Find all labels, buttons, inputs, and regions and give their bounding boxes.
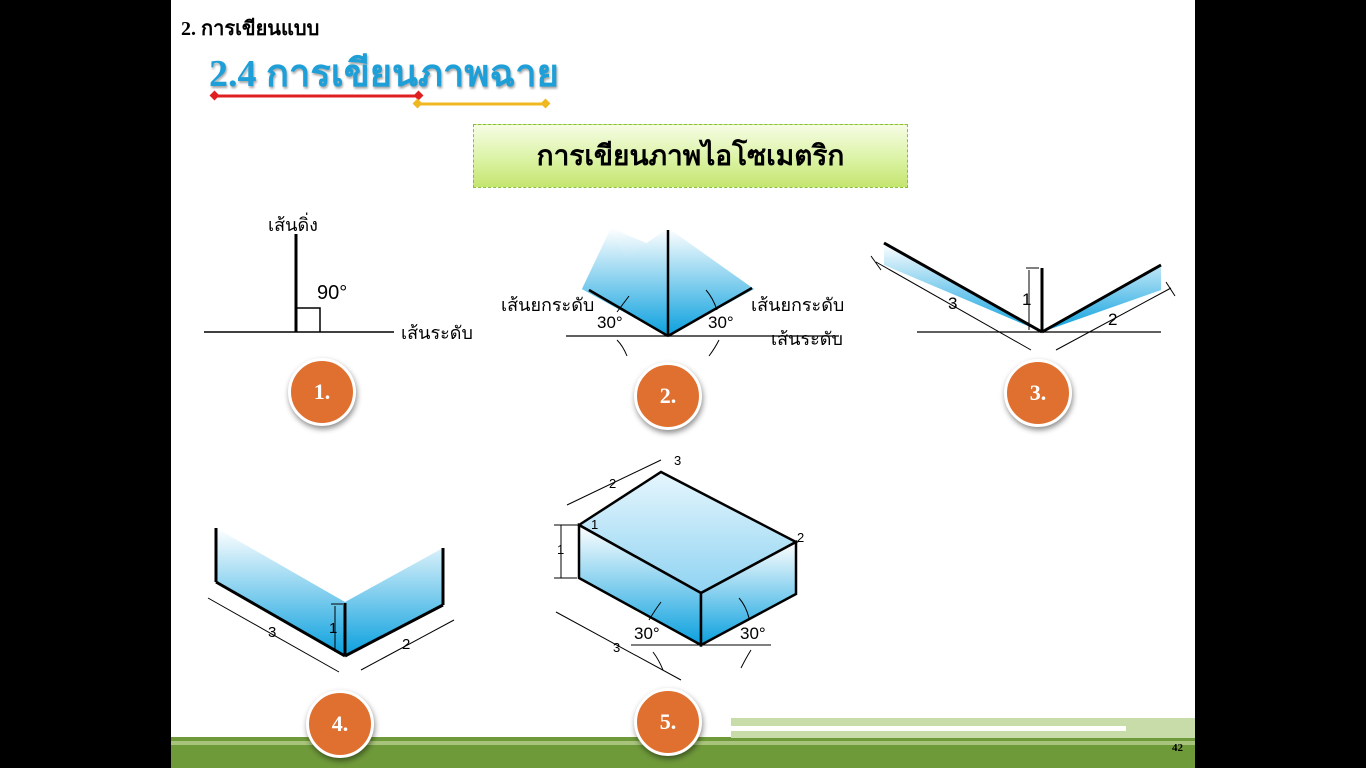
page-number: 42 xyxy=(1172,742,1183,754)
step-badge-2: 2. xyxy=(634,362,702,430)
slide: 2. การเขียนแบบ 2.4 การเขียนภาพฉาย xyxy=(171,0,1195,768)
dim-2-fig5-top: 2 xyxy=(609,476,617,491)
label-30-left-fig5: 30° xyxy=(634,624,660,643)
dim-1-fig3: 1 xyxy=(1022,290,1032,309)
section-heading: 2. การเขียนแบบ xyxy=(181,18,320,40)
label-30-right-fig5: 30° xyxy=(740,624,766,643)
label-left-receding: เส้นยกระดับ xyxy=(501,295,595,315)
dim-1-fig4: 1 xyxy=(329,620,338,637)
figure-3-dimensions xyxy=(870,241,1176,351)
step-badge-4: 4. xyxy=(306,690,374,758)
label-right-receding: เส้นยกระดับ xyxy=(751,295,845,315)
step-badge-5: 5. xyxy=(634,688,702,756)
subtopic-banner: การเขียนภาพไอโซเมตริก xyxy=(473,124,908,188)
page-title: 2.4 การเขียนภาพฉาย xyxy=(209,53,559,95)
dim-3-fig3: 3 xyxy=(948,294,958,313)
step-badge-3: 3. xyxy=(1004,359,1072,427)
label-30-left: 30° xyxy=(597,313,623,332)
label-horizontal-line: เส้นระดับ xyxy=(401,323,473,343)
dim-3-fig4: 3 xyxy=(268,624,277,641)
dim-2-fig3: 2 xyxy=(1108,310,1118,329)
corner-2-fig5: 2 xyxy=(797,530,805,545)
title-underline xyxy=(209,90,551,109)
corner-1-fig5: 1 xyxy=(591,517,599,532)
step-badge-1: 1. xyxy=(288,358,356,426)
label-horizontal-line-2: เส้นระดับ xyxy=(771,329,843,349)
label-vertical-line: เส้นดิ่ง xyxy=(268,215,318,235)
figure-1-perpendicular xyxy=(204,234,394,333)
dim-1-fig5: 1 xyxy=(557,542,565,557)
dim-3-fig5-top: 3 xyxy=(674,453,682,468)
figure-2-isometric-axes xyxy=(566,228,839,357)
dim-3-fig5-bottom: 3 xyxy=(613,640,621,655)
figure-4-height-lines xyxy=(207,528,455,673)
dim-2-fig4: 2 xyxy=(402,636,411,653)
label-90-degree: 90° xyxy=(317,282,348,304)
label-30-right: 30° xyxy=(708,313,734,332)
figure-5-box xyxy=(554,459,799,681)
